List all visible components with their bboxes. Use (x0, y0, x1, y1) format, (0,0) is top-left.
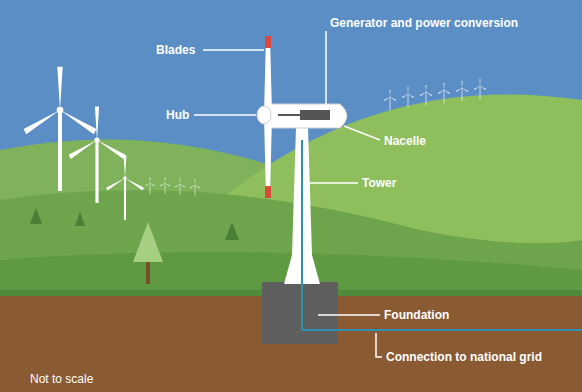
generator (300, 110, 330, 120)
tower-label: Tower (362, 176, 396, 190)
blade (264, 36, 272, 114)
nacelle (268, 104, 347, 128)
foundation (262, 282, 338, 344)
nacelle-label: Nacelle (384, 134, 426, 148)
hub (257, 106, 271, 124)
blades-label: Blades (156, 43, 195, 57)
grid-connection-label: Connection to national grid (386, 350, 542, 364)
leader-line (194, 31, 382, 357)
blade (264, 116, 272, 198)
grid-cable (302, 140, 582, 330)
scale-note: Not to scale (30, 372, 93, 386)
hub-label: Hub (166, 108, 189, 122)
tree (30, 208, 239, 284)
foundation-label: Foundation (384, 308, 449, 322)
generator-label: Generator and power conversion (330, 16, 518, 30)
